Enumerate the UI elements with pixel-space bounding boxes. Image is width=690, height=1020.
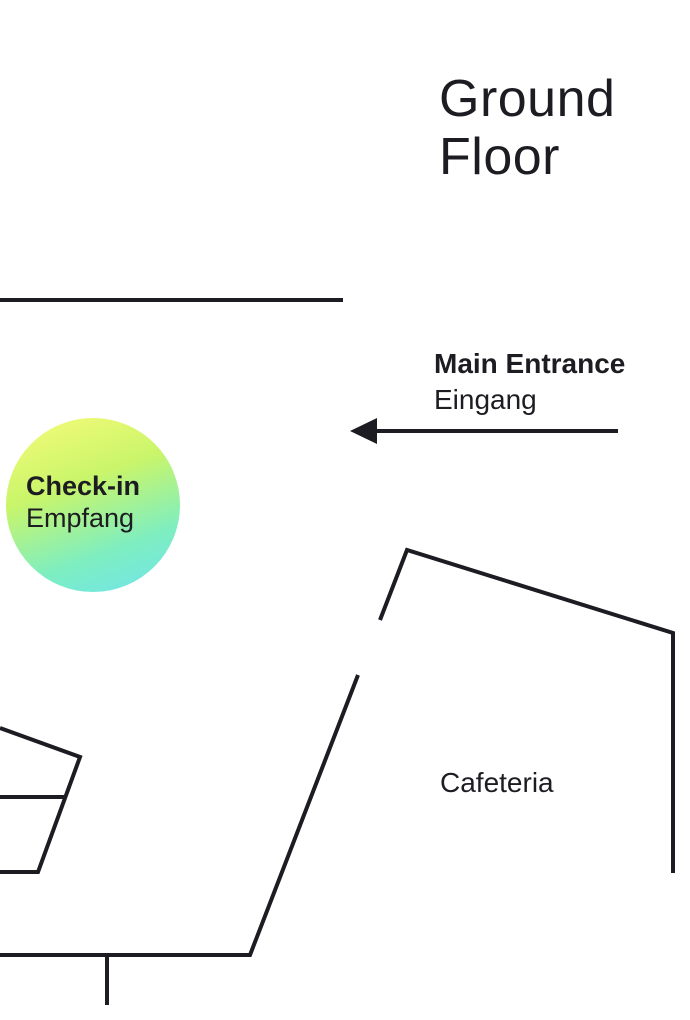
wall-room-left [0, 726, 83, 874]
checkin-label-secondary: Empfang [26, 503, 135, 533]
checkin-label-primary: Check-in [26, 471, 141, 501]
arrow-left-icon [350, 418, 377, 444]
entrance-label-secondary: Eingang [434, 384, 537, 415]
floor-title: Ground Floor [439, 70, 615, 186]
room-label-cafeteria: Cafeteria [440, 767, 554, 798]
floor-title-line2: Floor [439, 128, 560, 186]
wall-cafeteria-upper [378, 547, 675, 873]
checkin-label: Check-in Empfang [26, 470, 140, 534]
checkin-marker[interactable]: Check-in Empfang [6, 418, 180, 592]
floor-title-line1: Ground [439, 70, 616, 128]
main-entrance-label: Main Entrance Eingang [434, 346, 625, 418]
wall-cafeteria-lower [196, 674, 360, 957]
entrance-label-primary: Main Entrance [434, 348, 626, 379]
